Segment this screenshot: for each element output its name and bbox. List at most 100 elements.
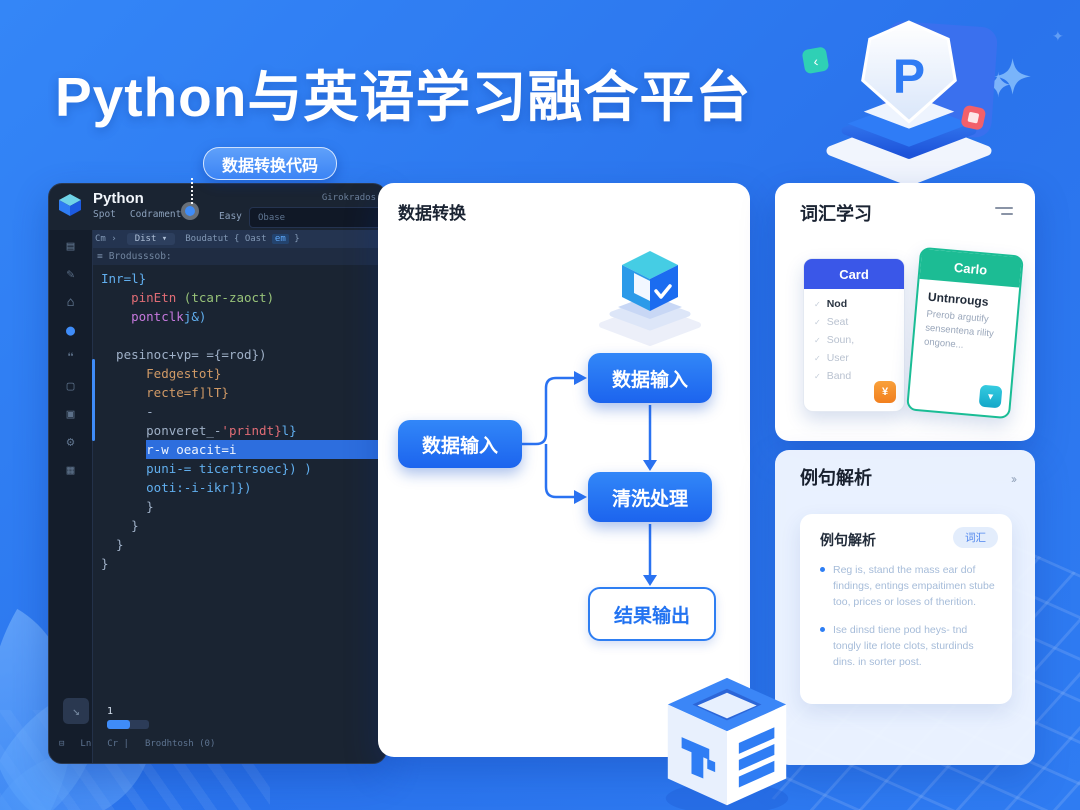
filter-icon[interactable]: ▼ [978, 384, 1003, 409]
callout-target-dot [181, 202, 199, 220]
resize-icon[interactable]: ↘ [63, 698, 89, 724]
code-line[interactable]: - [101, 404, 154, 419]
flow-node-input: 数据输入 [588, 353, 712, 403]
shield-badge [861, 20, 957, 124]
code-line[interactable]: puni-= ticertrsoec}) ) [146, 461, 312, 476]
tag-badge[interactable]: 词汇 [953, 527, 998, 548]
sentence-card-title: 例句解析 [820, 532, 876, 548]
editor-title: Python [93, 190, 144, 207]
check-icon: ✓ [814, 335, 821, 345]
editor-tabbar: Cm › Dist ▾ Boudatut { Oast em } [49, 230, 386, 248]
bullet-dot [820, 627, 825, 632]
tab-dropdown[interactable]: Dist ▾ [126, 233, 176, 245]
progress-bar [107, 720, 149, 729]
vocab-panel: 词汇学习 Card ✓Nod ✓Seat ✓Soun, ✓User ✓Band ¥ Ca… [775, 183, 1035, 441]
editor-logo-icon [59, 194, 81, 216]
sentence-list: Reg is, stand the mass ear dof findings,… [820, 562, 996, 682]
shield-letter: P [893, 49, 925, 103]
search-input[interactable]: Obase [249, 207, 386, 228]
code-chip-red [961, 105, 986, 130]
panel-title: 词汇学习 [800, 204, 872, 224]
code-line[interactable]: } [101, 499, 154, 514]
panel-title: 例句解析 [800, 468, 872, 488]
code-line[interactable]: pinEtn (tcar-zaoct) [131, 290, 275, 305]
code-editor-window: Python Girokrados Spot Codrament ▾ Easy … [48, 183, 387, 764]
word-list-item[interactable]: ✓User [814, 352, 849, 364]
word-list-item[interactable]: ✓Band [814, 370, 852, 382]
status-icon[interactable]: ⊟ [59, 739, 65, 749]
svg-text:‹: ‹ [812, 53, 820, 70]
code-line[interactable]: Inr=l} [101, 271, 147, 286]
editor-breadcrumb: ≡ Brodusssob: [49, 248, 386, 265]
flow-node-output: 结果输出 [588, 587, 716, 641]
code-line[interactable]: } [101, 518, 139, 533]
menu-icon[interactable] [995, 207, 1013, 219]
editor-activity-bar: ▤ ✎ ⌂ ● ❝ ▢ ▣ ⚙ ▦ [49, 230, 93, 763]
folder-icon[interactable]: ▢ [66, 378, 75, 394]
flow-connectors [522, 371, 657, 586]
run-label[interactable]: Easy [219, 211, 242, 222]
tab-signature: Boudatut { Oast em } [185, 234, 300, 244]
currency-icon[interactable]: ¥ [874, 381, 896, 403]
code-line-selected[interactable]: r-w oeacit=i [101, 440, 386, 459]
bullet-dot [820, 567, 825, 572]
code-line[interactable]: } [101, 556, 109, 571]
sentence-bullet: Reg is, stand the mass ear dof findings,… [820, 562, 996, 610]
data-transform-panel: 数据转换 数据输入 数据输入 清洗处理 结果输出 [378, 183, 750, 757]
word-list-item[interactable]: ✓Seat [814, 316, 849, 328]
word-card-header: Card [804, 259, 904, 289]
word-list-item[interactable]: ✓Nod [814, 298, 848, 310]
scrollbar-indicator[interactable] [92, 359, 95, 441]
check-icon: ✓ [814, 299, 821, 309]
sparkle-icon: ✦ [1052, 28, 1064, 44]
settings-icon[interactable]: ⚙ [66, 434, 75, 450]
home-icon[interactable]: ⌂ [66, 294, 75, 310]
editor-window-note: Girokrados [321, 193, 376, 203]
python-3d-logo: P ‹ [802, 20, 1031, 184]
code-line[interactable] [101, 326, 386, 345]
word-list-item[interactable]: ✓Soun, [814, 334, 855, 346]
code-line[interactable]: ponveret_-'prindt}l} [101, 423, 297, 438]
apps-icon[interactable]: ▦ [66, 462, 75, 478]
code-line[interactable]: recte=f]lT} [146, 385, 229, 400]
sentence-bullet: Ise dinsd tiene pod heys- tnd tongly lit… [820, 622, 996, 670]
status-item: Cr | [107, 739, 129, 749]
editor-menubar: Spot Codrament ▾ [93, 209, 193, 220]
flow-node-source: 数据输入 [398, 420, 522, 468]
inbox-icon[interactable]: ▤ [66, 238, 75, 254]
breadcrumb-icon: ≡ [97, 251, 103, 262]
data-cube-icon [599, 251, 701, 346]
code-chip-teal: ‹ [802, 47, 829, 74]
status-item: Ln [80, 739, 92, 749]
word-card[interactable]: Carlo Untnrougs Prerob argutify sensente… [906, 246, 1024, 420]
image-icon[interactable]: ▣ [66, 406, 75, 422]
code-line[interactable]: } [101, 537, 124, 552]
code-line[interactable]: ooti:-i-ikr]}) [146, 480, 252, 495]
sentence-card: 例句解析 词汇 Reg is, stand the mass ear dof f… [800, 514, 1012, 704]
check-icon: ✓ [814, 317, 821, 327]
edit-icon[interactable]: ✎ [66, 266, 75, 282]
open-cube-3d-icon [665, 677, 789, 810]
word-card[interactable]: Card ✓Nod ✓Seat ✓Soun, ✓User ✓Band ¥ [803, 258, 905, 412]
comment-icon[interactable]: ❝ [66, 350, 75, 366]
code-line[interactable]: pesinoc+vp= ={=rod}) [101, 347, 267, 362]
callout-connector-line [191, 178, 193, 204]
callout-badge[interactable]: 数据转换代码 [203, 147, 338, 180]
expand-icon[interactable]: ›› [1011, 472, 1017, 486]
menu-item[interactable]: Spot [93, 209, 116, 220]
code-line[interactable]: Fedgestot} [146, 366, 222, 381]
flow-node-clean: 清洗处理 [588, 472, 712, 522]
sparkle-icon [994, 58, 1031, 95]
panel-title: 数据转换 [398, 204, 466, 223]
line-number: 1 [107, 706, 114, 717]
tab-small[interactable]: Cm › [95, 234, 117, 244]
check-icon: ✓ [814, 353, 821, 363]
editor-statusbar: ⊟ Ln Cr | Brodhtosh (0) [59, 739, 215, 749]
page-title: Python与英语学习融合平台 [55, 66, 752, 128]
record-icon[interactable]: ● [65, 321, 76, 339]
status-item: Brodhtosh (0) [144, 739, 216, 749]
check-icon: ✓ [814, 371, 821, 381]
